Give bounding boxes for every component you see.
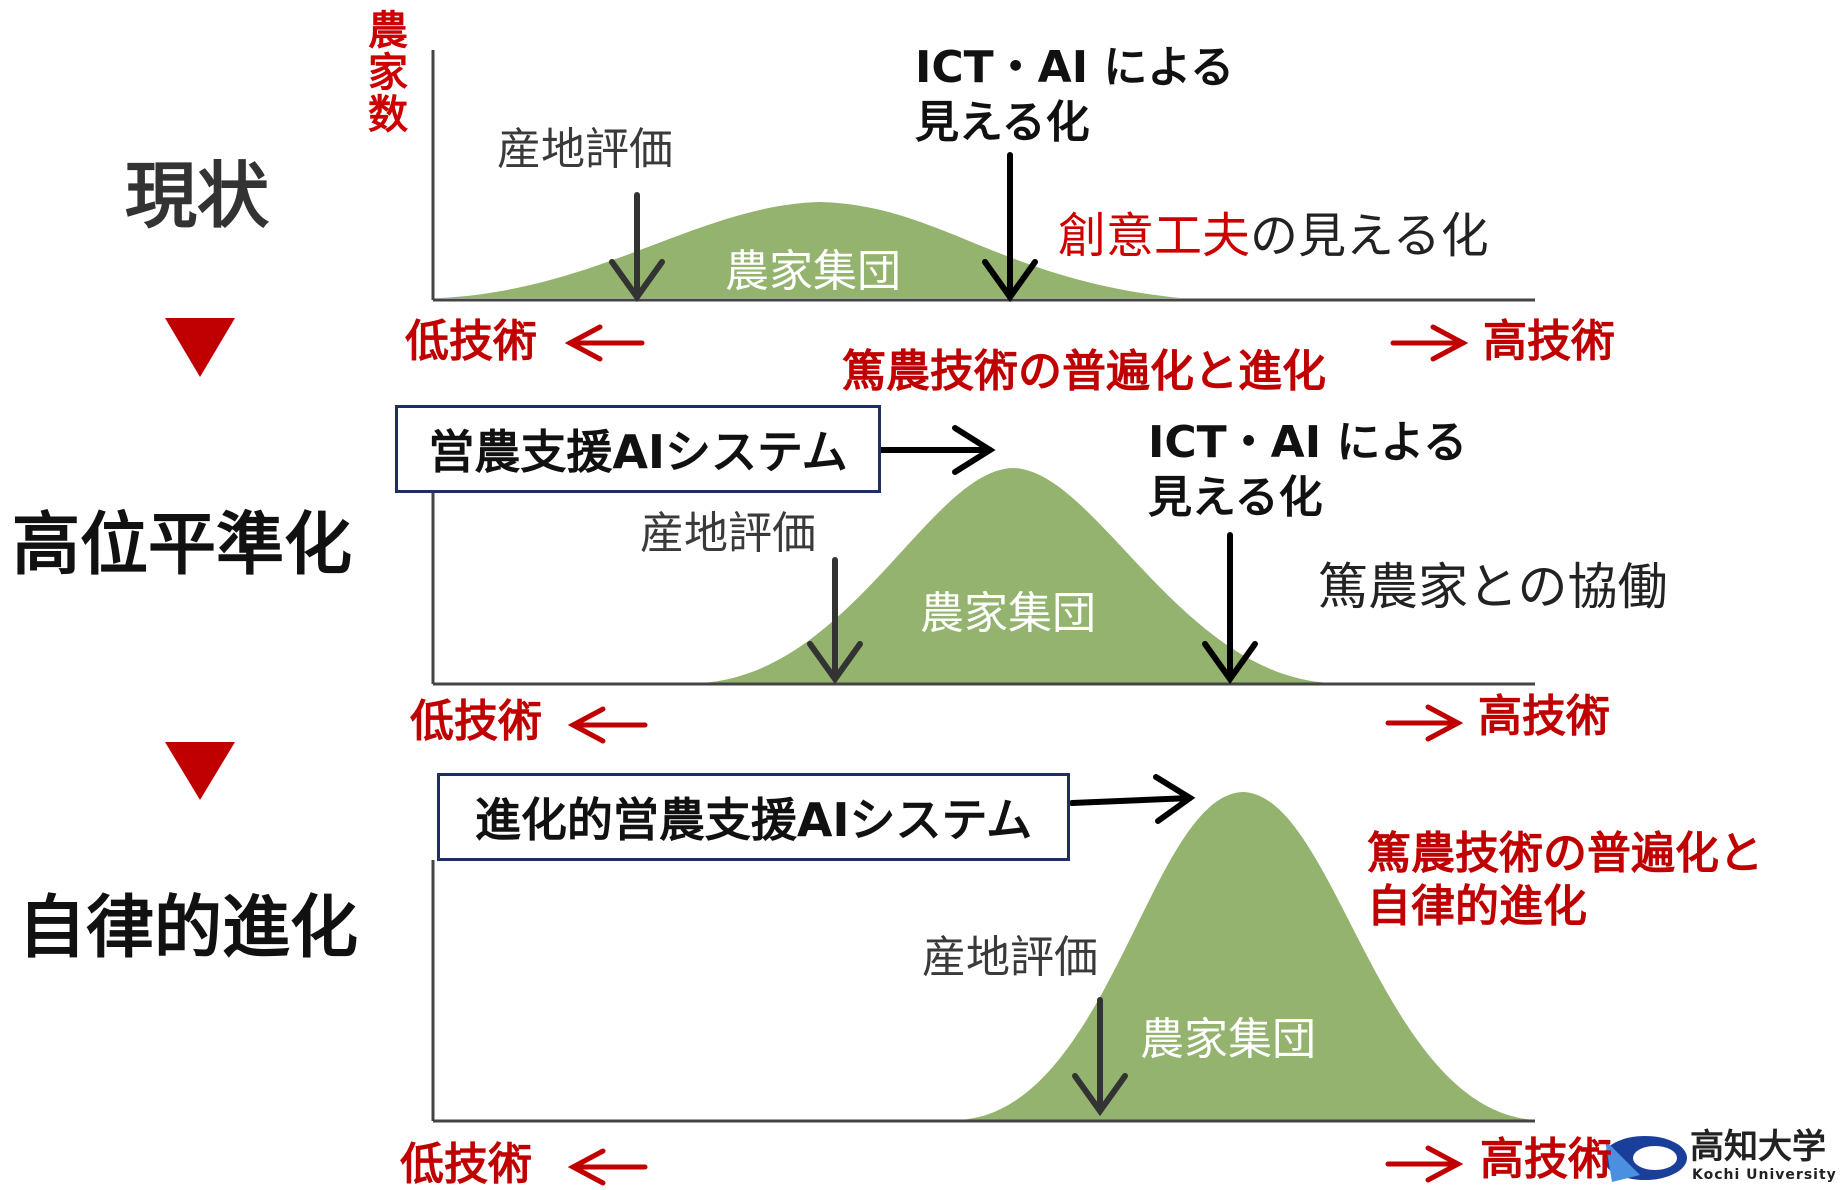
transition-triangle-1 bbox=[165, 318, 235, 377]
evaluation-arrow-3 bbox=[1072, 997, 1128, 1117]
low-arrow-3 bbox=[567, 1148, 648, 1186]
system-arrow-2 bbox=[877, 425, 996, 475]
ict-label-2-line1: ICT・AI による bbox=[1148, 417, 1468, 468]
evaluation-label-1: 産地評価 bbox=[497, 124, 673, 175]
collaboration-note: 篤農家との協働 bbox=[1318, 558, 1668, 616]
ict-label-1: ICT・AI による 見える化 bbox=[915, 40, 1234, 150]
distribution-curve-3 bbox=[960, 792, 1535, 1120]
y-axis-label: 農家数 bbox=[368, 8, 408, 138]
panel-2 bbox=[431, 425, 1535, 744]
low-arrow-1 bbox=[564, 324, 645, 362]
evolution-note: 篤農技術の普遍化と 自律的進化 bbox=[1367, 828, 1763, 934]
system-box-3-label: 進化的営農支援AIシステム bbox=[474, 793, 1033, 847]
axis-low-2: 低技術 bbox=[410, 696, 542, 747]
group-label-3: 農家集団 bbox=[1140, 1014, 1316, 1065]
creativity-note-red: 創意工夫 bbox=[1058, 208, 1251, 264]
group-label-2: 農家集団 bbox=[920, 588, 1096, 639]
axis-high-2: 高技術 bbox=[1478, 691, 1610, 742]
evaluation-arrow-2 bbox=[807, 557, 863, 685]
ict-label-2-line2: 見える化 bbox=[1148, 472, 1323, 523]
stage-label-evolution: 自律的進化 bbox=[18, 889, 359, 968]
ict-label-1-line1: ICT・AI による bbox=[915, 42, 1235, 93]
high-arrow-1 bbox=[1390, 324, 1469, 362]
transition-triangle-2 bbox=[165, 742, 235, 800]
panel-3 bbox=[431, 774, 1535, 1186]
creativity-note: 創意工夫の見える化 bbox=[1058, 212, 1489, 260]
evaluation-arrow-1 bbox=[609, 192, 665, 303]
system-box-3: 進化的営農支援AIシステム bbox=[437, 773, 1070, 861]
ict-label-1-line2: 見える化 bbox=[915, 97, 1090, 148]
panel-1 bbox=[431, 50, 1535, 362]
system-box-2-label: 営農支援AIシステム bbox=[428, 425, 848, 479]
university-name-en: Kochi University bbox=[1692, 1167, 1837, 1183]
stage-label-current: 現状 bbox=[125, 154, 270, 238]
evaluation-label-2: 産地評価 bbox=[640, 508, 816, 559]
university-logo-mark bbox=[1603, 1136, 1687, 1182]
axis-low-3: 低技術 bbox=[400, 1139, 532, 1190]
high-arrow-2 bbox=[1385, 704, 1464, 742]
distribution-curve-2 bbox=[700, 468, 1330, 683]
group-label-1: 農家集団 bbox=[725, 246, 901, 297]
evaluation-label-3: 産地評価 bbox=[922, 932, 1098, 983]
axis-high-3: 高技術 bbox=[1480, 1134, 1612, 1185]
panel-2-header: 篤農技術の普遍化と進化 bbox=[842, 346, 1326, 397]
system-box-2: 営農支援AIシステム bbox=[395, 405, 881, 493]
evolution-note-line2: 自律的進化 bbox=[1367, 880, 1587, 932]
creativity-note-black: の見える化 bbox=[1250, 208, 1489, 264]
axis-low-1: 低技術 bbox=[405, 316, 537, 367]
stage-label-leveling: 高位平準化 bbox=[12, 506, 353, 585]
ict-label-2: ICT・AI による 見える化 bbox=[1148, 415, 1467, 525]
evolution-note-line1: 篤農技術の普遍化と bbox=[1367, 828, 1763, 879]
system-arrow-3 bbox=[1069, 774, 1196, 824]
ict-arrow-2 bbox=[1202, 532, 1258, 685]
axis-high-1: 高技術 bbox=[1483, 316, 1615, 367]
university-name: 高知大学 bbox=[1690, 1127, 1826, 1167]
ict-arrow-1 bbox=[982, 152, 1038, 303]
low-arrow-2 bbox=[567, 706, 648, 744]
high-arrow-3 bbox=[1385, 1145, 1464, 1183]
